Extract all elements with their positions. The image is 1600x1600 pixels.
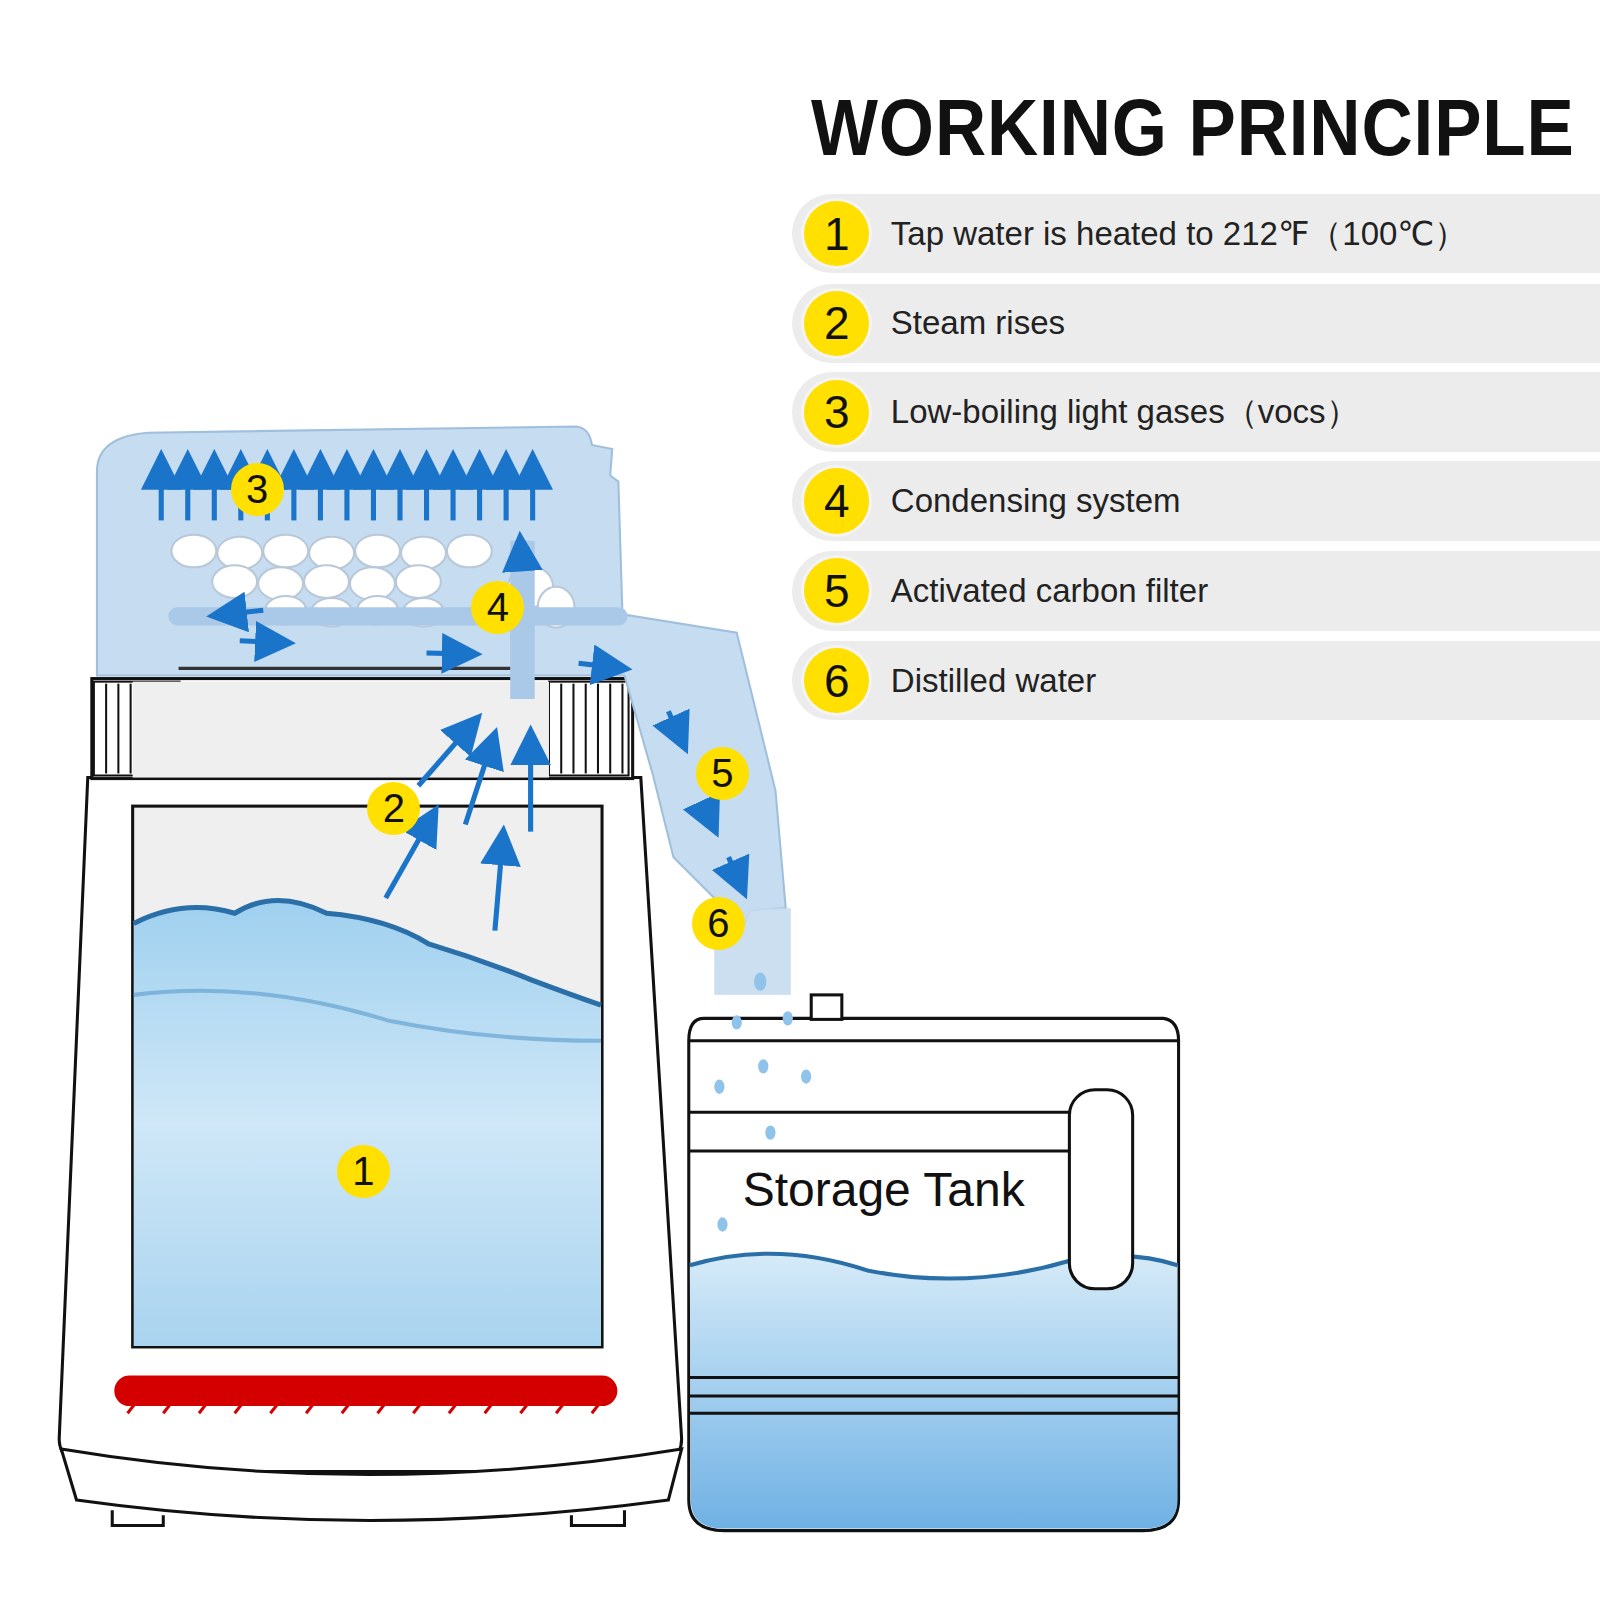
legend-band: 6 Distilled water — [792, 641, 1600, 721]
legend-band: 2 Steam rises — [792, 284, 1600, 364]
step-number: 1 — [804, 201, 869, 266]
step-text: Distilled water — [891, 662, 1096, 700]
part-name: Storage Tank — [743, 1162, 1025, 1217]
step-text: Tap water is heated to 212℉（100℃） — [891, 215, 1468, 253]
legend-band: 4 Condensing system — [792, 461, 1600, 541]
title: WORKING PRINCIPLE — [811, 82, 1575, 174]
step-text: Steam rises — [891, 304, 1065, 342]
callout-number: 4 — [471, 581, 524, 634]
step-number: 3 — [804, 380, 869, 445]
legend-band: 5 Activated carbon filter — [792, 551, 1600, 631]
legend-band: 1 Tap water is heated to 212℉（100℃） — [792, 194, 1600, 274]
step-number: 6 — [804, 648, 869, 713]
step-text: Activated carbon filter — [891, 572, 1208, 610]
legend-band: 3 Low-boiling light gases（vocs） — [792, 372, 1600, 452]
callout-number: 1 — [337, 1145, 390, 1198]
step-text: Condensing system — [891, 482, 1181, 520]
step-text: Low-boiling light gases（vocs） — [891, 393, 1359, 431]
callout-number: 3 — [231, 463, 284, 516]
step-number: 4 — [804, 468, 869, 533]
step-number: 2 — [804, 291, 869, 356]
callout-number: 6 — [692, 897, 745, 950]
callout-number: 5 — [696, 747, 749, 800]
step-number: 5 — [804, 558, 869, 623]
callout-number: 2 — [367, 782, 420, 835]
